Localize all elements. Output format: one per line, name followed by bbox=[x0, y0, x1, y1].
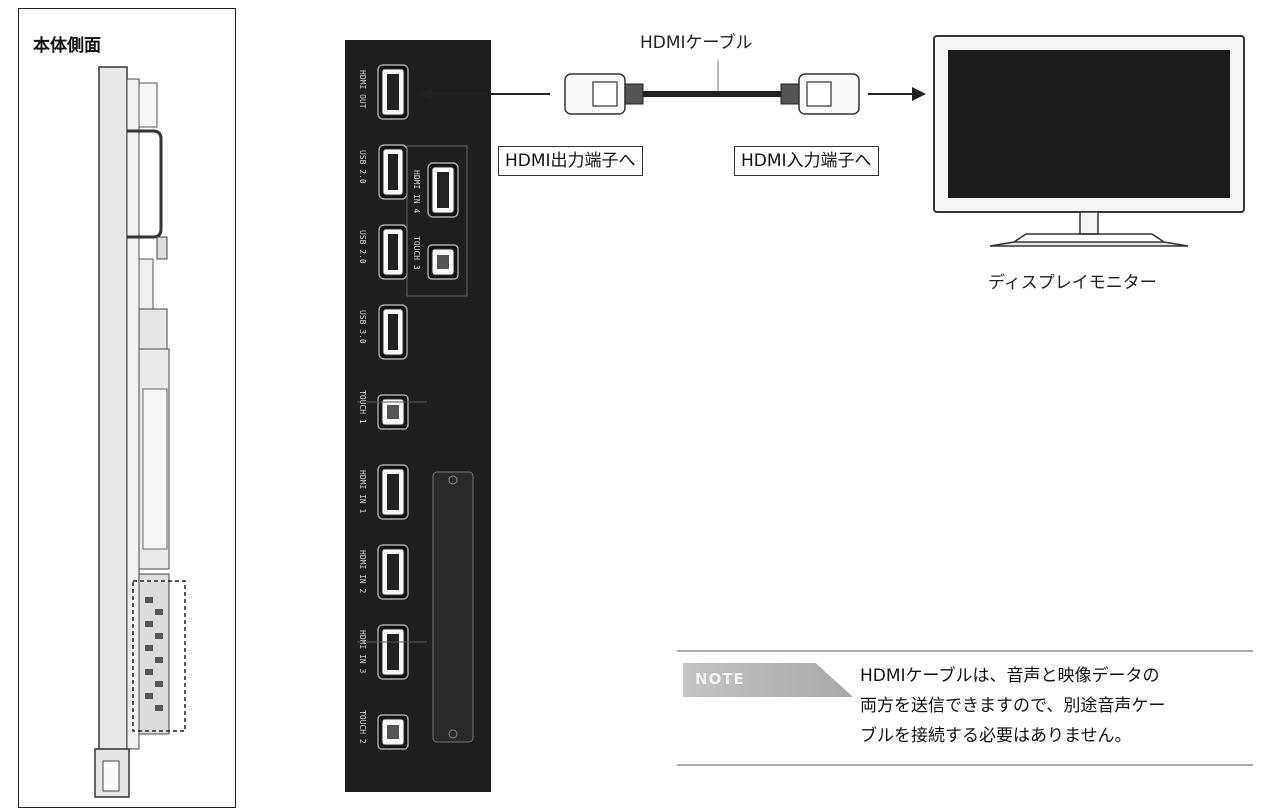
arrow-head-right bbox=[912, 87, 926, 101]
note-line: HDMIケーブルは、音声と映像データの bbox=[860, 666, 1160, 686]
hdmi-port-icon bbox=[427, 162, 459, 218]
port-label: HDMI OUT bbox=[358, 70, 367, 109]
port-label: USB 2.0 bbox=[358, 150, 367, 184]
note-tag: NOTE bbox=[683, 663, 853, 697]
side-handle bbox=[127, 129, 163, 239]
usb-b-port-icon bbox=[377, 394, 409, 430]
port-panel-drawing bbox=[357, 64, 474, 750]
port-label: TOUCH 1 bbox=[358, 390, 367, 424]
side-view-title: 本体側面 bbox=[33, 36, 101, 56]
slot-screw bbox=[448, 729, 458, 739]
display-monitor-drawing bbox=[933, 35, 1245, 247]
hdmi-cable-drawing bbox=[418, 60, 926, 115]
monitor-neck bbox=[1079, 211, 1099, 235]
port-label: TOUCH 3 bbox=[412, 236, 421, 270]
hdmi-input-label: HDMI入力端子へ bbox=[734, 146, 879, 176]
note-text: HDMIケーブルは、音声と映像データの 両方を送信できますので、別途音声ケー ブ… bbox=[860, 661, 1252, 751]
note-line: ブルを接続する必要はありません。 bbox=[860, 726, 1132, 746]
side-view-panel: 本体側面 bbox=[18, 8, 236, 808]
slot-screw bbox=[448, 475, 458, 485]
side-top-bracket bbox=[138, 82, 158, 128]
inner-port-bracket bbox=[406, 145, 468, 297]
hdmi-cable-wire bbox=[643, 91, 781, 97]
usb-b-port-icon bbox=[427, 244, 459, 280]
monitor-base-right bbox=[1151, 233, 1165, 243]
monitor-screen bbox=[948, 50, 1230, 198]
port-label: HDMI IN 3 bbox=[358, 630, 367, 674]
side-port-area bbox=[138, 573, 170, 735]
side-rear-step bbox=[138, 308, 168, 350]
usb-b-port-icon bbox=[377, 714, 409, 750]
hdmi-port-icon bbox=[377, 624, 409, 680]
port-area-highlight bbox=[132, 580, 186, 732]
port-label: TOUCH 2 bbox=[358, 710, 367, 744]
note-tag-label: NOTE bbox=[695, 670, 745, 688]
cable-label: HDMIケーブル bbox=[640, 33, 753, 53]
hdmi-plug-left-collar bbox=[624, 83, 644, 105]
hdmi-port-icon bbox=[377, 64, 409, 120]
hdmi-plug-left-tip bbox=[592, 81, 618, 107]
note-divider-bottom bbox=[677, 764, 1253, 766]
arrow-head-left bbox=[418, 87, 432, 101]
monitor-base-left bbox=[1013, 233, 1027, 243]
usb-port-icon bbox=[378, 144, 408, 200]
hdmi-plug-right-collar bbox=[780, 83, 800, 105]
hdmi-output-label: HDMI出力端子へ bbox=[498, 146, 643, 176]
hdmi-port-icon bbox=[377, 544, 409, 600]
port-label: HDMI IN 4 bbox=[412, 170, 421, 214]
monitor-label: ディスプレイモニター bbox=[988, 273, 1157, 293]
port-label: USB 3.0 bbox=[358, 310, 367, 344]
usb-port-icon bbox=[378, 304, 408, 360]
side-rear-plate bbox=[142, 388, 168, 550]
monitor-base bbox=[989, 241, 1189, 247]
side-foot-inner bbox=[102, 760, 120, 792]
note-line: 両方を送信できますので、別途音声ケー bbox=[860, 696, 1166, 716]
hdmi-port-icon bbox=[377, 464, 409, 520]
side-body bbox=[98, 66, 128, 758]
port-label: HDMI IN 2 bbox=[358, 550, 367, 594]
side-knob bbox=[156, 236, 168, 260]
usb-port-icon bbox=[378, 224, 408, 280]
note-divider-top bbox=[677, 650, 1253, 652]
port-label: HDMI IN 1 bbox=[358, 470, 367, 514]
slot-cover bbox=[432, 471, 474, 743]
port-label: USB 2.0 bbox=[358, 230, 367, 264]
side-view-drawing bbox=[94, 66, 186, 798]
hdmi-plug-right-tip bbox=[806, 81, 832, 107]
